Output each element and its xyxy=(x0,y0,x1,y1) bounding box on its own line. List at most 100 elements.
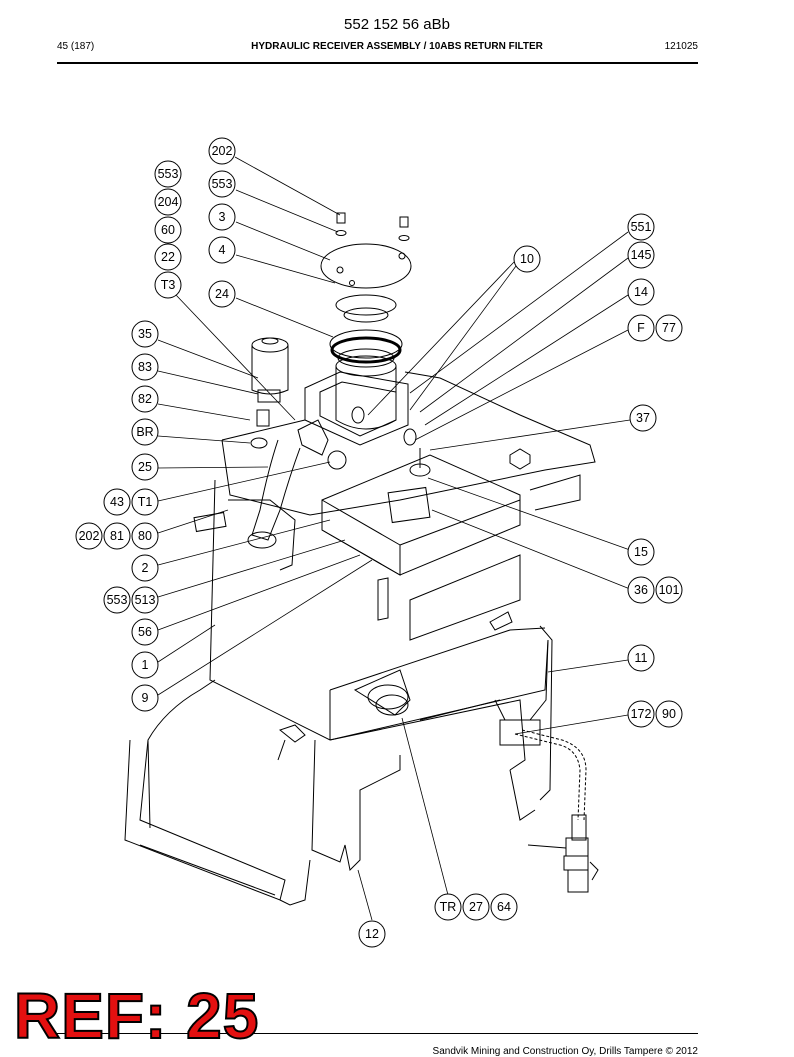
svg-text:202: 202 xyxy=(212,144,233,158)
svg-text:83: 83 xyxy=(138,360,152,374)
callout-15: 15 xyxy=(627,538,655,566)
cover-plate-group xyxy=(320,212,412,368)
svg-text:TR: TR xyxy=(440,900,457,914)
callout-43: 43 xyxy=(103,488,131,516)
svg-text:553: 553 xyxy=(158,167,179,181)
tank-top xyxy=(221,371,596,576)
callout-172: 172 xyxy=(627,700,655,728)
leader-lines xyxy=(157,156,631,921)
callout-BR: BR xyxy=(131,418,159,446)
callout-202: 202 xyxy=(75,522,103,550)
callout-27: 27 xyxy=(462,893,490,921)
svg-text:14: 14 xyxy=(634,285,648,299)
callout-2: 2 xyxy=(131,554,159,582)
svg-text:56: 56 xyxy=(138,625,152,639)
svg-text:77: 77 xyxy=(662,321,676,335)
header-divider xyxy=(57,62,698,64)
callout-553: 553 xyxy=(208,170,236,198)
callout-24: 24 xyxy=(208,280,236,308)
svg-text:22: 22 xyxy=(161,250,175,264)
svg-text:11: 11 xyxy=(635,651,648,665)
callout-F: F xyxy=(627,314,655,342)
callout-11: 11 xyxy=(627,644,655,672)
svg-text:90: 90 xyxy=(662,707,676,721)
callout-35: 35 xyxy=(131,320,159,348)
svg-text:27: 27 xyxy=(469,900,483,914)
svg-text:T1: T1 xyxy=(138,495,153,509)
svg-text:2: 2 xyxy=(142,561,149,575)
svg-text:101: 101 xyxy=(659,583,680,597)
callout-513: 513 xyxy=(131,586,159,614)
reference-stamp: REF: 25 xyxy=(13,980,260,1052)
callout-9: 9 xyxy=(131,684,159,712)
footer-divider xyxy=(57,1033,698,1034)
callout-145: 145 xyxy=(627,241,655,269)
svg-text:145: 145 xyxy=(631,248,652,262)
svg-text:80: 80 xyxy=(138,529,152,543)
callout-22: 22 xyxy=(154,243,182,271)
section-title: HYDRAULIC RECEIVER ASSEMBLY / 10ABS RETU… xyxy=(251,41,543,52)
svg-text:9: 9 xyxy=(142,691,149,705)
svg-text:10: 10 xyxy=(520,252,534,266)
svg-text:3: 3 xyxy=(219,210,226,224)
svg-text:553: 553 xyxy=(212,177,233,191)
callout-3: 3 xyxy=(208,203,236,231)
callout-TR: TR xyxy=(434,893,462,921)
svg-text:15: 15 xyxy=(634,545,648,559)
revision-code: 121025 xyxy=(664,41,698,52)
svg-text:553: 553 xyxy=(107,593,128,607)
callout-60: 60 xyxy=(154,216,182,244)
callout-37: 37 xyxy=(629,404,657,432)
callout-1: 1 xyxy=(131,651,159,679)
svg-text:202: 202 xyxy=(79,529,100,543)
callout-14: 14 xyxy=(627,278,655,306)
svg-text:25: 25 xyxy=(138,460,152,474)
drain-hose-valve xyxy=(514,729,599,893)
svg-text:12: 12 xyxy=(365,927,379,941)
svg-text:81: 81 xyxy=(110,529,124,543)
page-number: 45 (187) xyxy=(57,41,95,52)
support-frame xyxy=(124,625,553,906)
callout-81: 81 xyxy=(103,522,131,550)
callout-80: 80 xyxy=(131,522,159,550)
callout-56: 56 xyxy=(131,618,159,646)
callout-10: 10 xyxy=(513,245,541,273)
svg-text:35: 35 xyxy=(138,327,152,341)
svg-text:60: 60 xyxy=(161,223,175,237)
callout-T3: T3 xyxy=(154,271,182,299)
callout-4: 4 xyxy=(208,236,236,264)
callout-553: 553 xyxy=(103,586,131,614)
callout-551: 551 xyxy=(627,213,655,241)
svg-text:513: 513 xyxy=(135,593,156,607)
svg-text:43: 43 xyxy=(110,495,124,509)
svg-text:BR: BR xyxy=(136,425,153,439)
svg-text:T3: T3 xyxy=(161,278,176,292)
callout-202: 202 xyxy=(208,137,236,165)
callout-36: 36 xyxy=(627,576,655,604)
callout-77: 77 xyxy=(655,314,683,342)
svg-text:24: 24 xyxy=(215,287,229,301)
callout-25: 25 xyxy=(131,453,159,481)
svg-text:64: 64 xyxy=(497,900,511,914)
callout-T1: T1 xyxy=(131,488,159,516)
svg-text:1: 1 xyxy=(142,658,149,672)
svg-text:36: 36 xyxy=(634,583,648,597)
callout-64: 64 xyxy=(490,893,518,921)
svg-text:4: 4 xyxy=(219,243,226,257)
svg-text:551: 551 xyxy=(631,220,652,234)
callout-553: 553 xyxy=(154,160,182,188)
callout-83: 83 xyxy=(131,353,159,381)
svg-text:204: 204 xyxy=(158,195,179,209)
breather-filter xyxy=(247,337,347,549)
callout-101: 101 xyxy=(655,576,683,604)
part-callouts: 202 553 553 204 3 60 4 22 T3 24 10 551 1… xyxy=(75,137,683,948)
document-number: 552 152 56 aBb xyxy=(344,16,450,33)
svg-text:F: F xyxy=(637,321,645,335)
callout-204: 204 xyxy=(154,188,182,216)
svg-text:37: 37 xyxy=(636,411,650,425)
return-filter-housing xyxy=(304,355,409,446)
footer-copyright: Sandvik Mining and Construction Oy, Dril… xyxy=(432,1046,698,1057)
svg-text:82: 82 xyxy=(138,392,152,406)
callout-90: 90 xyxy=(655,700,683,728)
